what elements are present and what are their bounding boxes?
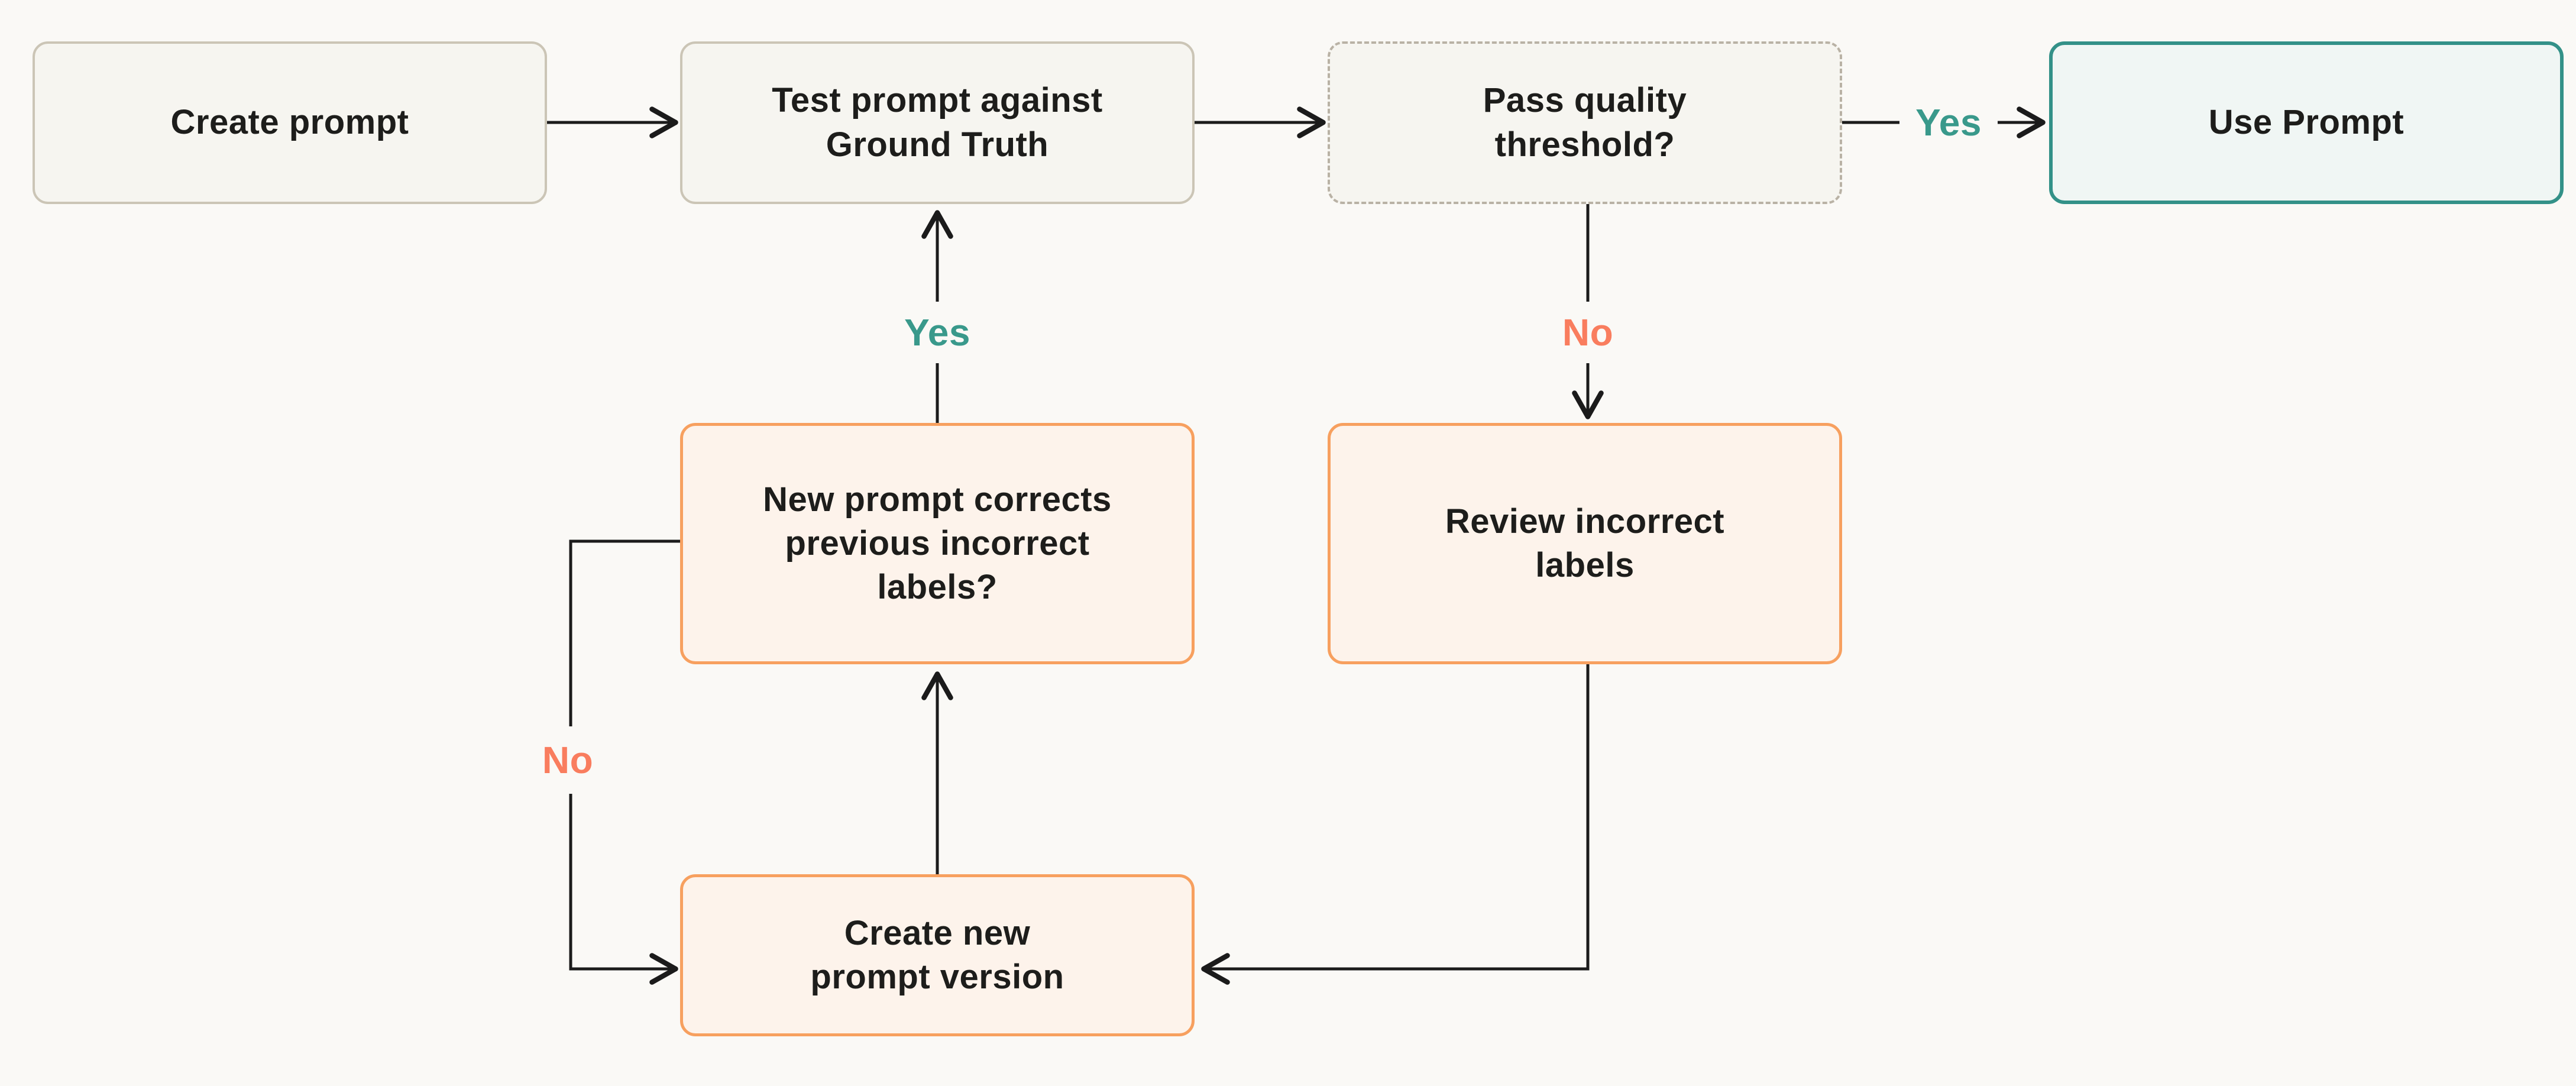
node-label: New prompt corrects previous incorrect l… [763, 480, 1112, 607]
node-new-prompt-corrects-previous-incorrect-labels: New prompt corrects previous incorrect l… [680, 423, 1195, 664]
node-review-incorrect-labels: Review incorrect labels [1328, 423, 1842, 664]
node-label: Use Prompt [2208, 103, 2405, 142]
edge-corrects-no-segment-2 [569, 794, 678, 985]
edge-label-pass-no: No [1557, 311, 1619, 354]
edge-label-corrects-no: No [537, 738, 598, 782]
node-test-prompt-against-ground-truth: Test prompt against Ground Truth [680, 41, 1195, 204]
node-label: Pass quality threshold? [1483, 81, 1687, 164]
node-label: Test prompt against Ground Truth [772, 81, 1103, 164]
node-create-new-prompt-version: Create new prompt version [680, 874, 1195, 1036]
edge-corrects-no-segment-1 [569, 539, 680, 726]
edge-review-to-createnew [1201, 664, 1590, 985]
edge-label-corrects-yes: Yes [899, 311, 975, 354]
node-label: Create prompt [170, 103, 409, 142]
node-label: Review incorrect labels [1445, 502, 1725, 584]
edge-label-pass-yes: Yes [1911, 101, 1986, 144]
node-use-prompt: Use Prompt [2049, 41, 2564, 204]
node-pass-quality-threshold: Pass quality threshold? [1328, 41, 1842, 204]
node-create-prompt: Create prompt [33, 41, 547, 204]
node-label: Create new prompt version [810, 913, 1064, 996]
